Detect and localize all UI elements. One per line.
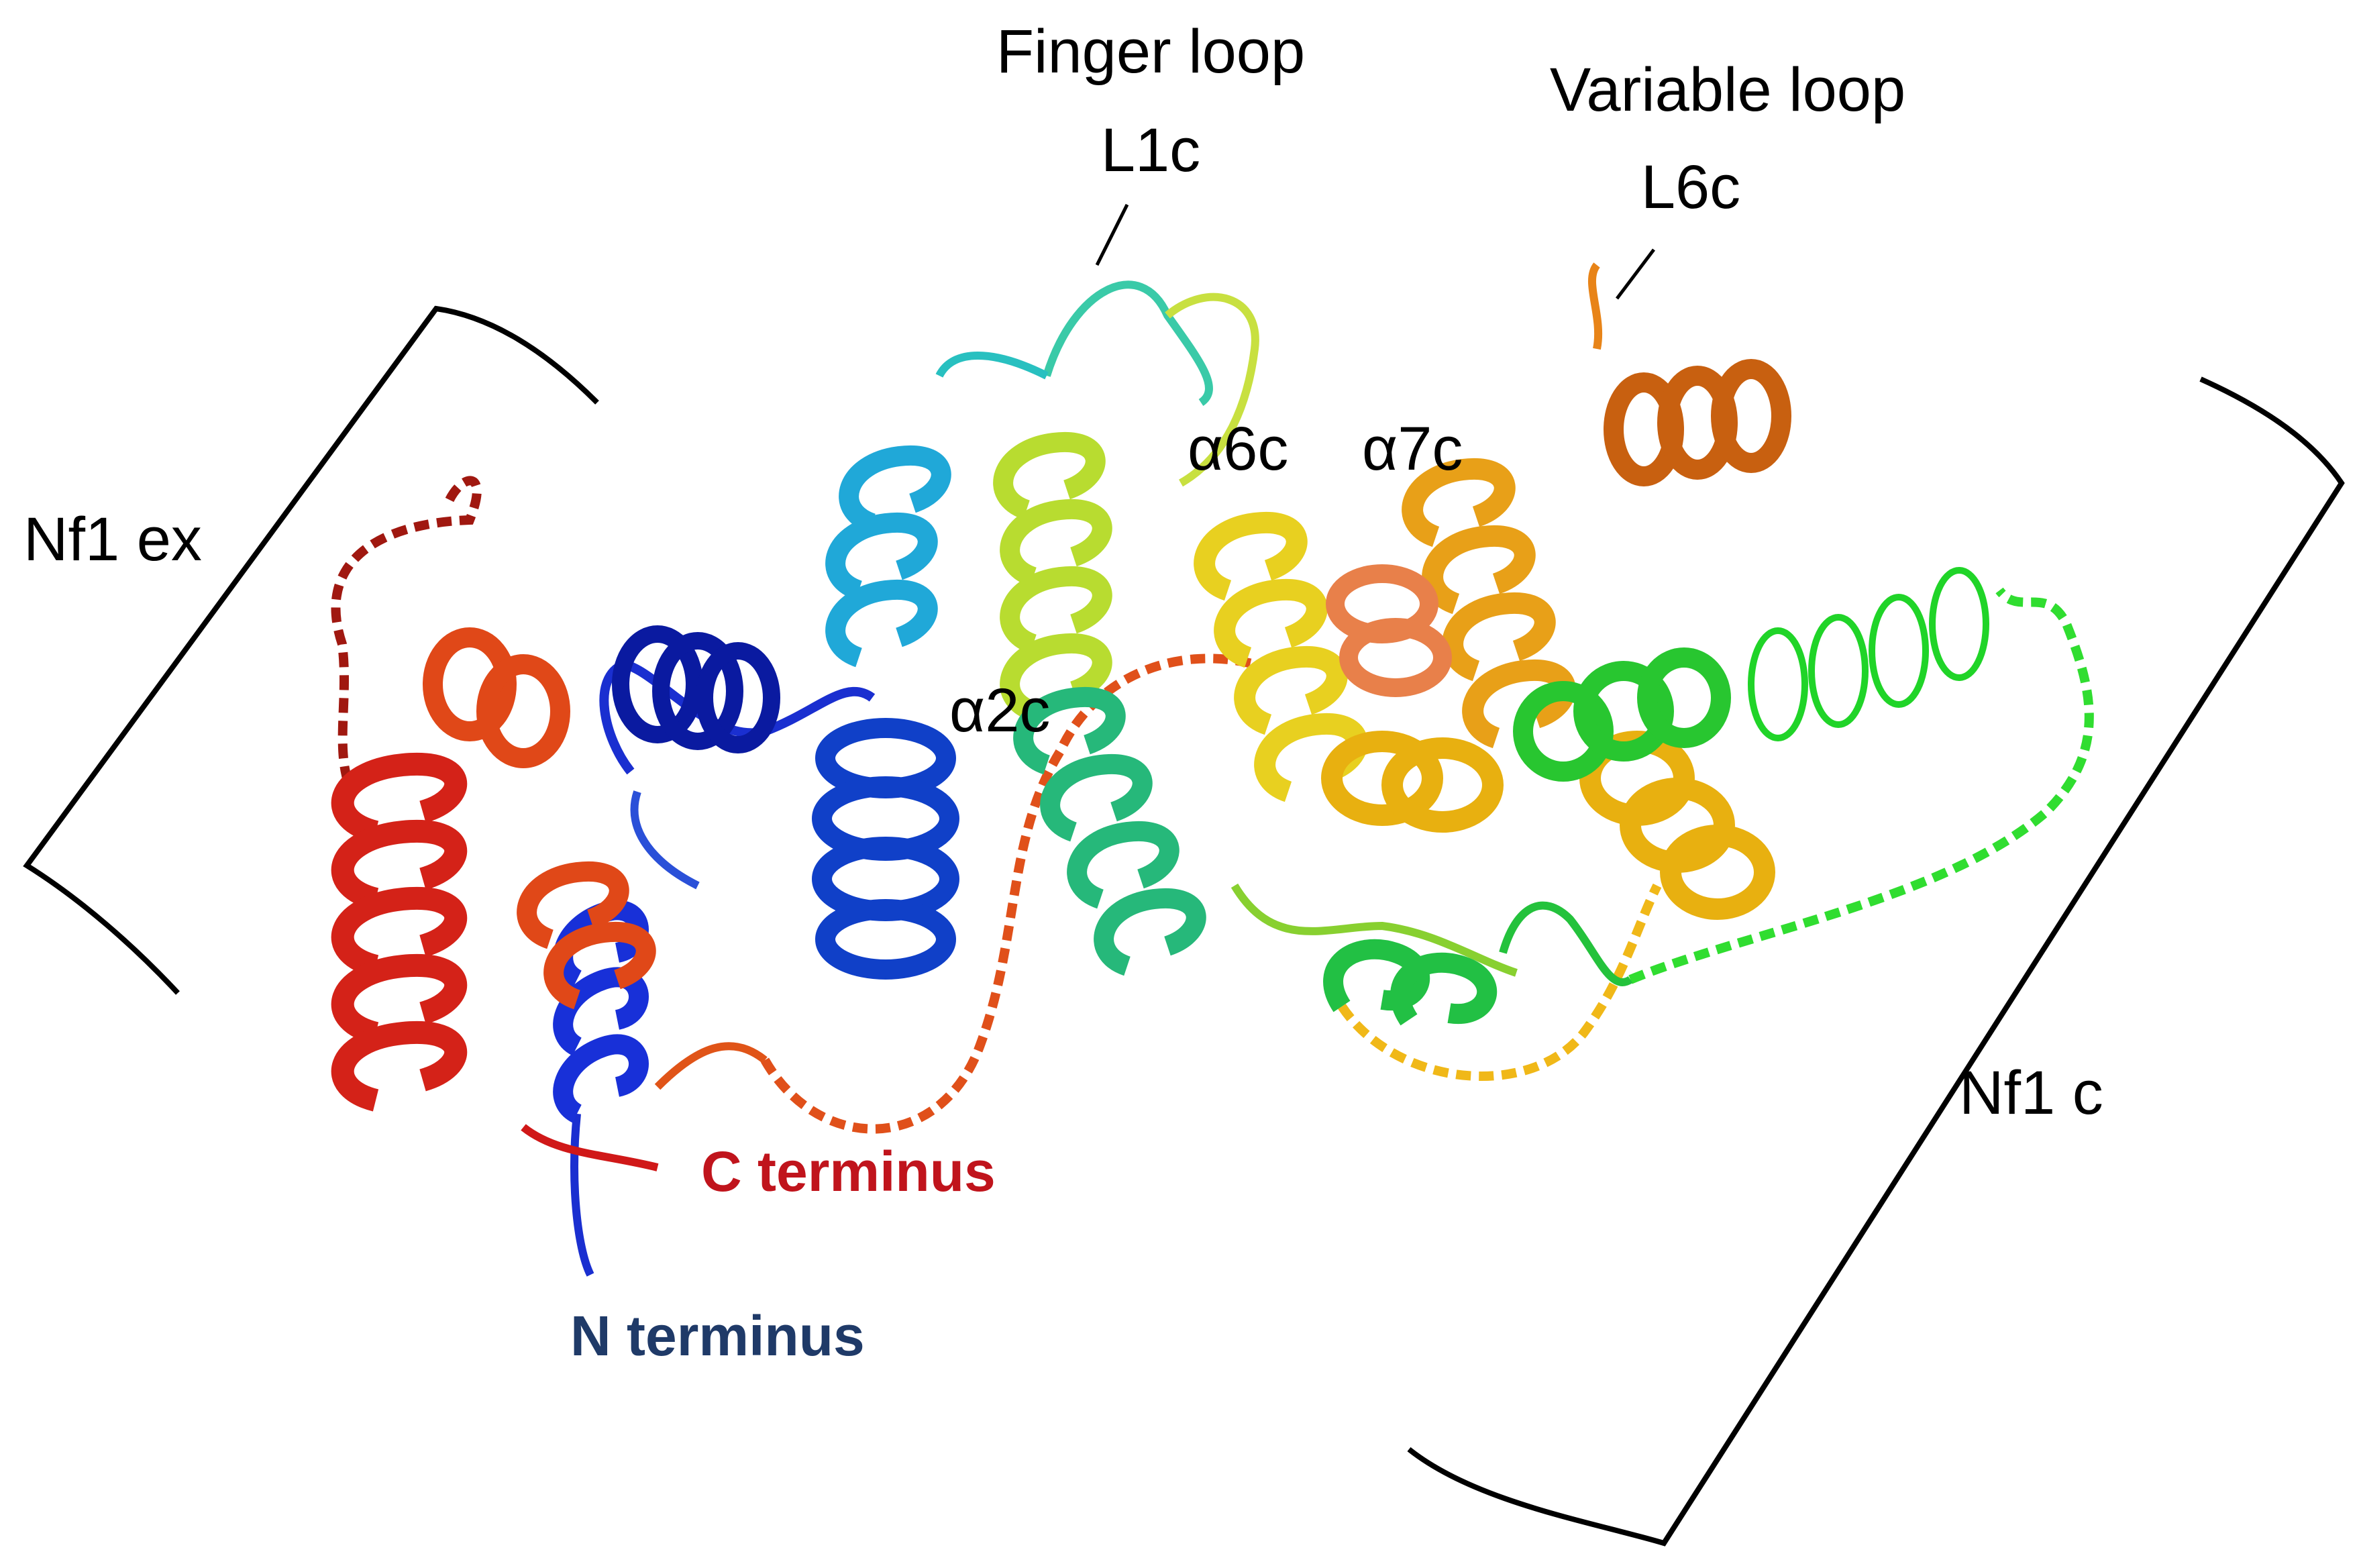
finger-loop-label: Finger loop (996, 17, 1305, 86)
nf1-ex-bracket (23, 305, 599, 995)
dotted-loop-green (1628, 587, 2094, 984)
dotted-loop-yellow (1338, 883, 1662, 1081)
variable-loop-pointer (1616, 248, 1655, 300)
dotted-loop-orange (760, 654, 1256, 1134)
variable-loop-label: Variable loop (1550, 56, 1905, 124)
n-terminus-label: N terminus (570, 1304, 865, 1367)
alpha7c-label: α7c (1362, 415, 1463, 483)
finger-loop-id-label: L1c (1101, 116, 1200, 185)
c-terminus-label: C terminus (701, 1140, 996, 1203)
alpha6c-label: α6c (1188, 415, 1288, 483)
ribbon-cartoon (331, 262, 2094, 1277)
nf1-c-bracket (1407, 376, 2345, 1547)
nf1-ex-label: Nf1 ex (23, 505, 202, 574)
nf1-c-label: Nf1 c (1959, 1059, 2103, 1127)
dotted-loop-red (331, 476, 482, 787)
finger-loop-pointer (1095, 203, 1129, 266)
variable-loop-id-label: L6c (1641, 153, 1740, 221)
alpha2c-label: α2c (949, 676, 1050, 745)
